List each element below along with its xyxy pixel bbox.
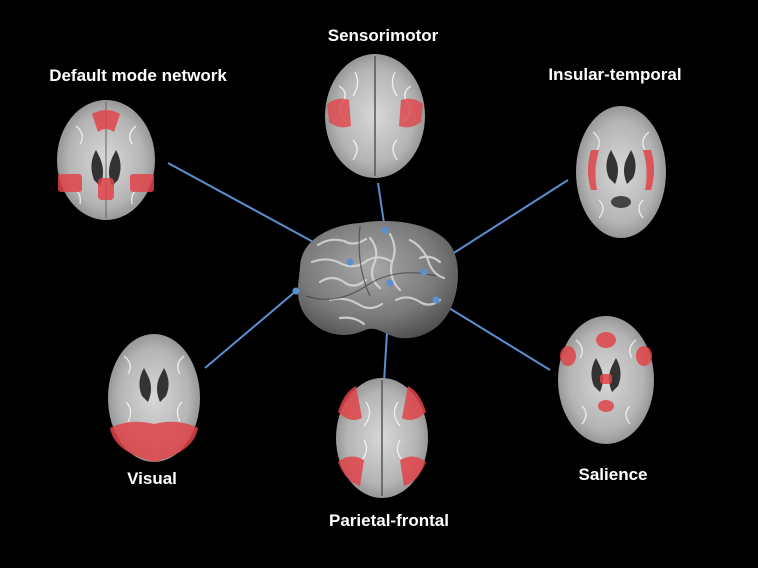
slice-visual [108, 334, 200, 462]
node-sensorimotor [381, 226, 389, 234]
slice-insular-temporal [576, 106, 666, 238]
label-visual: Visual [127, 469, 177, 488]
node-parietal-frontal [386, 279, 394, 287]
slice-parietal-frontal [336, 378, 428, 498]
label-salience: Salience [578, 465, 648, 484]
label-insular-temporal: Insular-temporal [548, 65, 682, 84]
node-salience [432, 296, 440, 304]
slice-default-mode [57, 100, 155, 220]
label-parietal-frontal: Parietal-frontal [329, 511, 449, 530]
slice-salience [558, 316, 654, 444]
node-insular-temporal [420, 268, 428, 276]
node-visual [292, 287, 300, 295]
slice-sensorimotor [325, 54, 425, 178]
label-default-mode-network: Default mode network [49, 66, 227, 85]
central-brain-3d [292, 221, 458, 339]
label-sensorimotor: Sensorimotor [327, 26, 439, 45]
connector-salience [435, 299, 551, 371]
node-default-mode [346, 258, 354, 266]
connector-visual [204, 290, 297, 369]
